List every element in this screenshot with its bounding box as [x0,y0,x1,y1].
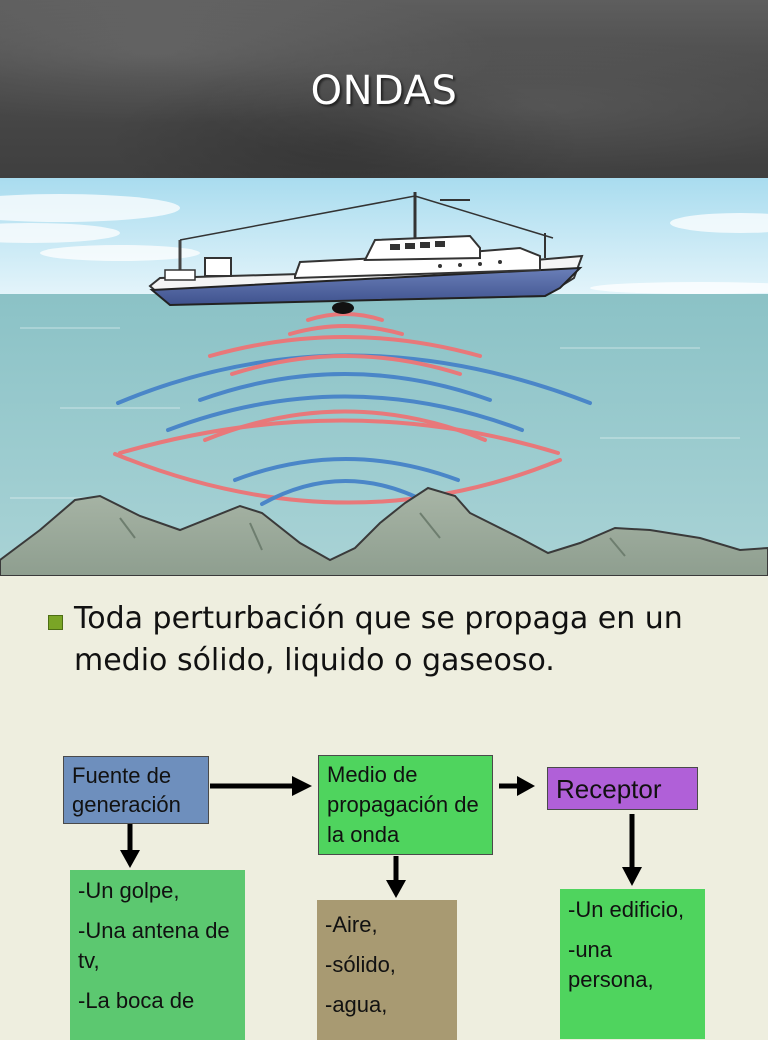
bullet-square-icon [48,615,63,630]
sonar-wave [113,452,562,505]
sonar-wave [306,312,384,322]
title-bar: ONDAS [0,0,768,178]
list-item: -Un edificio, [568,897,685,922]
clouds [0,194,768,294]
sonar-wave [118,418,560,455]
stone-texture [0,0,768,178]
sonar-wave [208,335,482,358]
receiver-box: Receptor [547,767,698,810]
sonar-illustration [0,178,768,576]
sonar-wave [233,457,460,482]
water-ripples [10,327,740,499]
arrow-right-icon [210,776,312,796]
sonar-wave [166,394,524,432]
source-box: Fuente de generación [63,756,209,824]
list-item: -una persona, [568,937,654,992]
list-item: -Una antena de tv, [78,918,230,973]
list-item: -Aire, [325,912,378,937]
medium-examples: -Aire, -sólido, -agua, [317,900,457,1040]
arrow-right-icon [499,776,535,796]
definition-text: Toda perturbación que se propaga en un m… [74,601,683,678]
rock-shading [119,512,626,557]
sonar-transducer [332,302,354,314]
sonar-wave [260,479,432,506]
arrow-down-icon [386,856,406,898]
ship [148,192,584,314]
seabed-rocks [0,486,768,576]
list-item: -sólido, [325,952,396,977]
list-item: -agua, [325,992,388,1017]
arrow-down-icon [622,814,642,886]
sonar-waves [113,312,592,506]
receiver-examples: -Un edificio, -una persona, [560,889,705,1039]
sonar-wave [288,324,404,336]
list-item: -La boca de [78,988,195,1013]
arrow-down-icon [120,824,140,868]
medium-box: Medio de propagación de la onda [318,755,493,855]
slide-title: ONDAS [310,68,458,114]
sonar-wave [198,372,492,402]
list-item: -Un golpe, [78,878,180,903]
source-examples: -Un golpe, -Una antena de tv, -La boca d… [70,870,245,1040]
sonar-wave [230,354,462,376]
